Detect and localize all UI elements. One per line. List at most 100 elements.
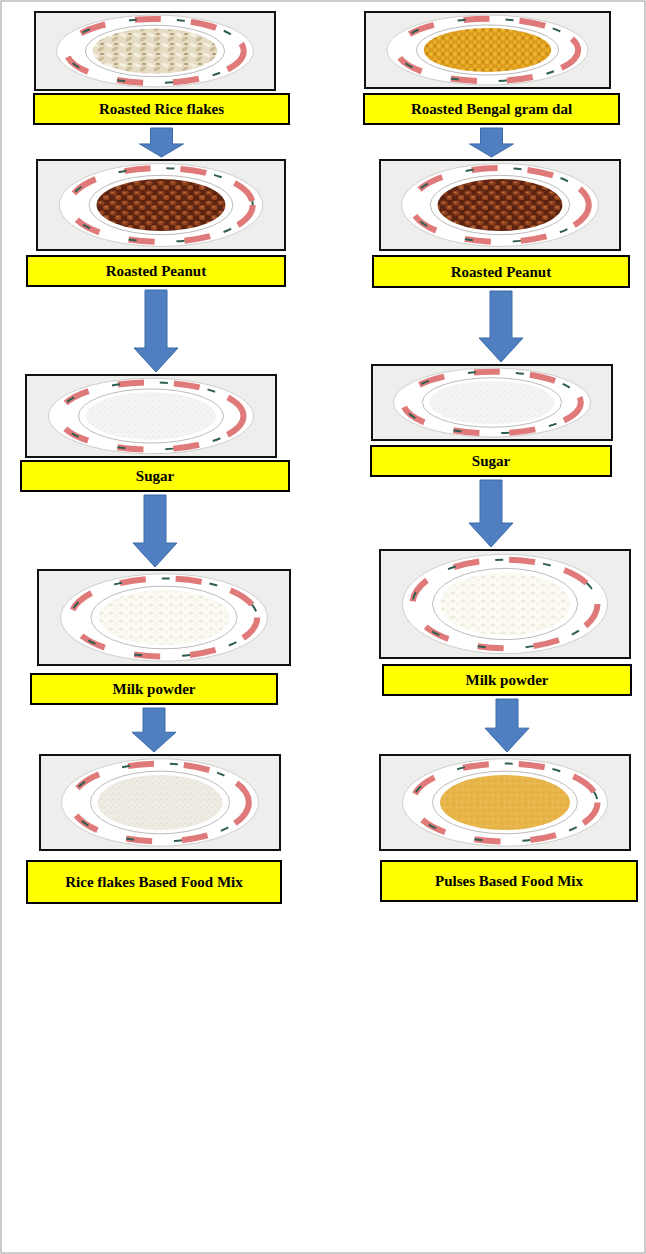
plate-well (89, 175, 233, 234)
step-panel: Roasted Bengal gram dal (363, 12, 620, 125)
plate-pattern (69, 168, 253, 242)
step-panel: Pulses Based Food Mix (380, 755, 638, 902)
plate-pattern (71, 764, 249, 842)
plate-rim (57, 15, 254, 87)
plate-photo (40, 755, 280, 850)
photo-frame (26, 375, 276, 457)
flow-arrow (133, 495, 177, 567)
plate-pattern (411, 168, 589, 242)
plate-pattern (71, 764, 249, 842)
step-panel: Roasted Peanut (372, 160, 630, 288)
ingredient-label: Roasted Peanut (26, 255, 286, 287)
plate-rim (403, 554, 608, 653)
step-panel: Rice flakes Based Food Mix (26, 755, 282, 904)
ingredient-label: Roasted Rice flakes (33, 93, 290, 125)
photo-frame (380, 755, 630, 850)
photo-frame (40, 755, 280, 850)
food-contents (440, 573, 570, 636)
plate-rim (403, 759, 608, 846)
plate-pattern (66, 19, 244, 83)
plate-pattern (59, 382, 244, 449)
flow-arrow (132, 708, 176, 752)
plate-well (91, 586, 237, 649)
ingredient-label: Pulses Based Food Mix (380, 860, 638, 902)
plate-well (85, 25, 224, 76)
plate-pattern (403, 372, 581, 434)
ingredient-label: Milk powder (382, 664, 632, 696)
food-contents (438, 179, 563, 231)
plate-rim (61, 574, 268, 661)
photo-frame (38, 570, 290, 665)
plate-well (433, 568, 578, 639)
step-panel: Sugar (370, 365, 612, 477)
food-contents (440, 775, 570, 830)
ingredient-label: Roasted Peanut (372, 255, 630, 288)
plate-pattern (413, 764, 598, 842)
flow-arrow (140, 128, 184, 157)
plate-pattern (411, 168, 589, 242)
food-contents (430, 381, 555, 425)
plate-rim (387, 15, 588, 85)
plate-photo (38, 570, 290, 665)
plate-pattern (403, 372, 581, 434)
photo-frame (37, 160, 285, 250)
plate-pattern (413, 560, 598, 649)
photo-frame (372, 365, 612, 440)
step-panel: Milk powder (380, 550, 632, 696)
food-contents (86, 392, 216, 440)
step-panel: Roasted Peanut (26, 160, 286, 287)
plate-pattern (413, 764, 598, 842)
plate-well (90, 771, 229, 834)
plate-photo (37, 160, 285, 250)
step-panel: Sugar (20, 375, 290, 492)
plate-well (433, 771, 578, 834)
food-contents (424, 28, 551, 72)
flow-arrow (470, 128, 514, 157)
plate-pattern (66, 19, 244, 83)
photo-frame (35, 12, 275, 90)
step-panel: Milk powder (30, 570, 290, 705)
photo-group (26, 12, 630, 850)
flow-arrow (485, 699, 529, 752)
plate-well (416, 25, 558, 75)
flow-arrow (479, 291, 523, 362)
plate-pattern (71, 579, 257, 657)
plate-photo (372, 365, 612, 440)
plate-photo (380, 550, 630, 658)
ingredient-label: Sugar (370, 445, 612, 477)
plate-photo (380, 755, 630, 850)
plate-photo (35, 12, 275, 90)
food-contents (98, 775, 223, 830)
ingredient-label: Milk powder (30, 673, 278, 705)
plate-rim (402, 164, 599, 247)
plate-rim (394, 368, 591, 437)
plate-well (79, 389, 224, 443)
photo-frame (380, 160, 620, 250)
photo-frame (380, 550, 630, 658)
plate-rim (49, 378, 254, 453)
flow-arrow (469, 480, 513, 547)
food-contents (97, 179, 226, 231)
plate-pattern (413, 560, 598, 649)
photo-frame (365, 12, 610, 88)
plate-well (430, 175, 569, 234)
ingredient-label: Roasted Bengal gram dal (363, 93, 620, 125)
ingredient-label: Rice flakes Based Food Mix (26, 860, 282, 904)
plate-pattern (69, 168, 253, 242)
food-contents (98, 590, 229, 645)
flow-arrow (134, 290, 178, 372)
step-panel: Roasted Rice flakes (33, 12, 290, 125)
ingredient-label: Sugar (20, 460, 290, 492)
plate-rim (59, 164, 262, 247)
plate-photo (365, 12, 610, 88)
plate-rim (62, 759, 259, 846)
plate-photo (26, 375, 276, 457)
plate-pattern (397, 19, 578, 81)
plate-pattern (71, 579, 257, 657)
plate-pattern (59, 382, 244, 449)
